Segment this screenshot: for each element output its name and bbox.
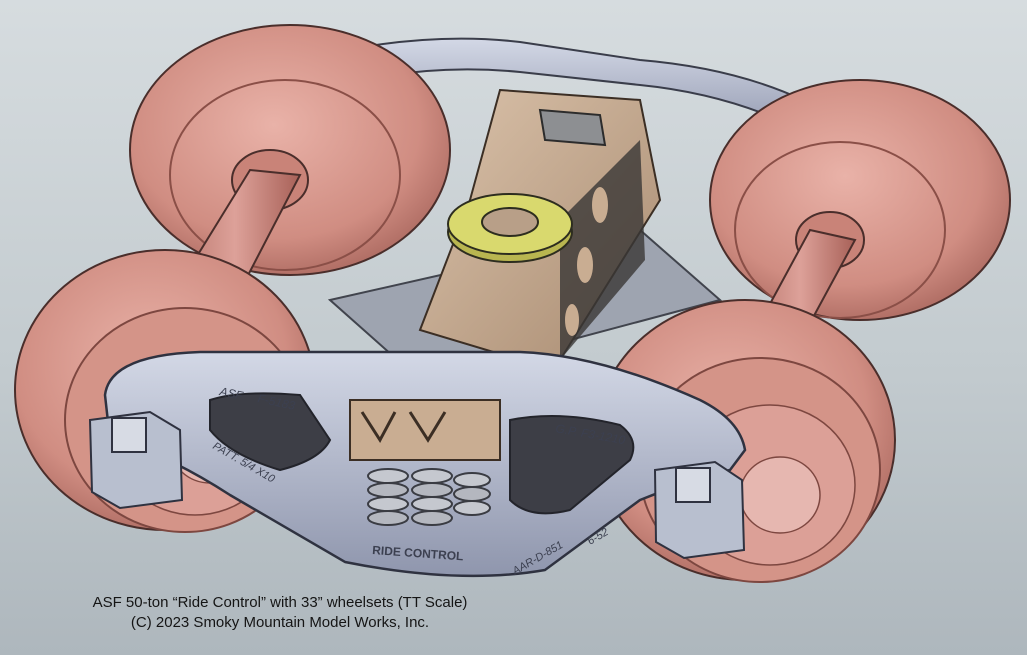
bearing-adapter-left bbox=[88, 410, 184, 510]
wheel-rear-left bbox=[129, 24, 451, 276]
center-plate bbox=[447, 193, 573, 263]
bearing-adapter-right bbox=[653, 460, 746, 560]
front-side-frame bbox=[103, 350, 747, 578]
casting-ride-control: RIDE CONTROL bbox=[372, 543, 464, 563]
caption-title: ASF 50-ton “Ride Control” with 33” wheel… bbox=[92, 594, 468, 611]
spring-nest bbox=[367, 468, 491, 526]
casting-asf: ASF bbox=[217, 384, 244, 403]
caption-copyright: (C) 2023 Smoky Mountain Model Works, Inc… bbox=[130, 614, 430, 631]
wheel-rear-right bbox=[709, 79, 1011, 321]
